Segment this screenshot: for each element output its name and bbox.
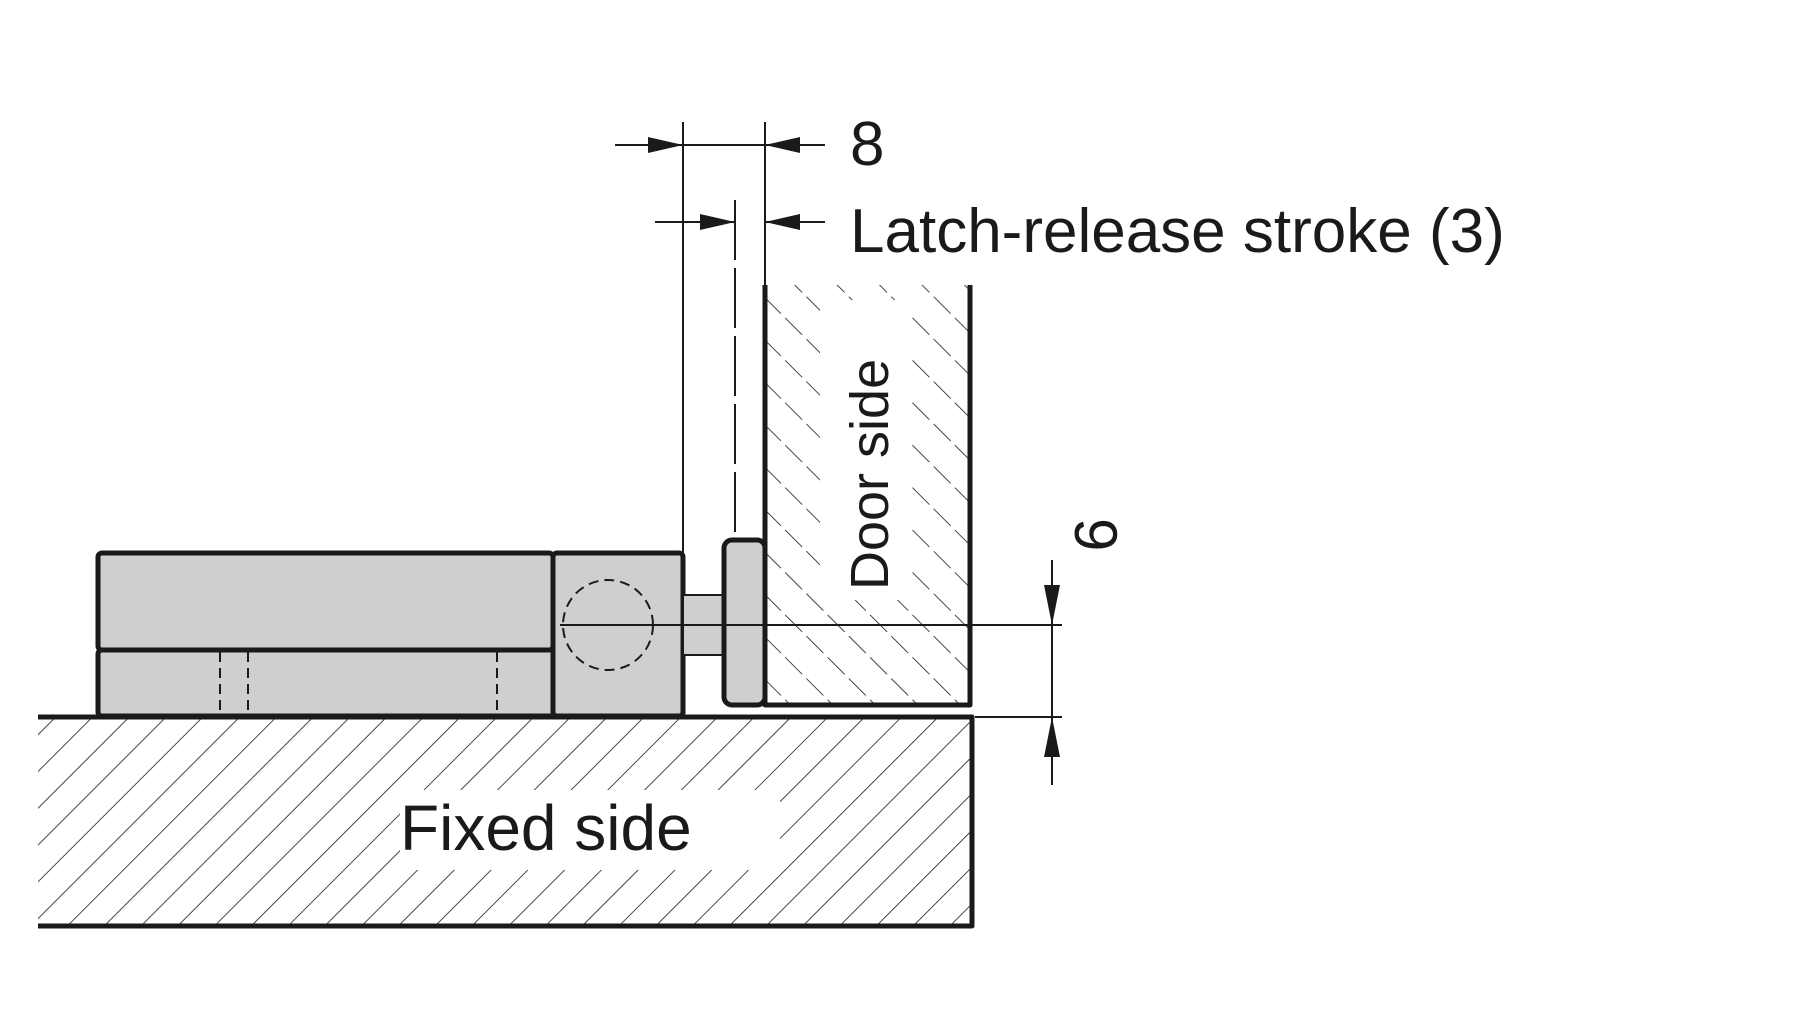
door-side-panel xyxy=(762,285,973,708)
dimension-latch-release xyxy=(655,214,825,230)
striker-plate xyxy=(721,537,768,708)
extension-lines xyxy=(682,122,1062,718)
fixed-side-block xyxy=(38,714,975,929)
door-side-label: Door side xyxy=(840,359,900,590)
latch-release-label: Latch-release stroke (3) xyxy=(850,197,1505,266)
dimension-8-label: 8 xyxy=(850,110,884,179)
latch-body-upper xyxy=(95,550,686,719)
dimension-9-label: 9 xyxy=(1062,518,1129,551)
fixed-side-label: Fixed side xyxy=(400,792,692,864)
dimension-9 xyxy=(1044,560,1060,785)
dimension-8 xyxy=(615,137,825,153)
